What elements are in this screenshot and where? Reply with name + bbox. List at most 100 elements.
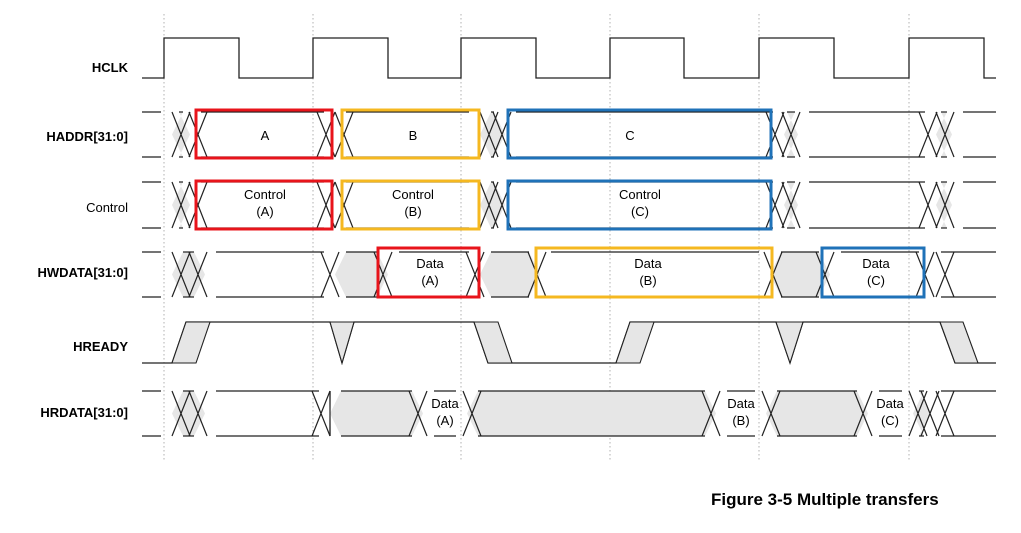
hready-waveform: [142, 321, 996, 366]
hwdata-crossing-2: [320, 251, 340, 298]
hwdata-fill-7: [770, 252, 830, 297]
hrdata-label-b-line2: (B): [732, 413, 749, 428]
signal-name-control: Control: [86, 200, 128, 215]
hrdata-label-a-line2: (A): [436, 413, 453, 428]
hrdata-crossing-0: [171, 390, 191, 437]
highlight-hwdata-a: [376, 246, 481, 299]
hwdata-crossing-4: [465, 251, 485, 298]
signal-name-hwdata: HWDATA[31:0]: [37, 265, 128, 280]
signal-name-hready: HREADY: [73, 339, 128, 354]
hrdata-crossing-10: [920, 390, 940, 437]
haddr-bus: [142, 111, 996, 158]
waveforms: [142, 37, 996, 437]
hwdata-label-b-line1: Data: [634, 256, 662, 271]
hrdata-label-c-line2: (C): [881, 413, 899, 428]
hwdata-crossing-0: [171, 251, 191, 298]
control-label-b-line2: (B): [404, 204, 421, 219]
haddr-fill-4: [480, 112, 505, 157]
hrdata-label-a-line1: Data: [431, 396, 459, 411]
hrdata-crossing-2: [311, 390, 331, 437]
control-crossing-1: [188, 181, 208, 229]
highlight-haddr-a: [194, 108, 334, 160]
haddr-label-c: C: [625, 128, 634, 143]
control-crossing-3: [334, 181, 354, 229]
hrdata-crossing-5: [462, 390, 482, 437]
hwdata-fill-5: [480, 252, 540, 297]
hready-transition-5: [939, 321, 979, 364]
hready-transition-4: [775, 321, 804, 365]
hwdata-label-a-line1: Data: [416, 256, 444, 271]
signal-name-hrdata: HRDATA[31:0]: [40, 405, 128, 420]
highlight-control-a: [194, 179, 334, 231]
control-crossing-4: [479, 181, 499, 229]
control-label-a-line2: (A): [256, 204, 273, 219]
signal-name-haddr: HADDR[31:0]: [46, 129, 128, 144]
hrdata-fill-9: [913, 391, 930, 436]
hclk-waveform: [142, 37, 996, 79]
hwdata-crossing-7: [815, 251, 835, 298]
hwdata-label-c-line2: (C): [867, 273, 885, 288]
control-label-b-line1: Control: [392, 187, 434, 202]
transfer-highlights: [194, 108, 926, 299]
highlight-hwdata-b: [534, 246, 774, 299]
control-crossing-6: [765, 181, 785, 229]
haddr-crossing-6: [765, 111, 785, 158]
haddr-crossing-1: [188, 111, 208, 158]
haddr-label-a: A: [261, 128, 270, 143]
hrdata-crossing-1: [188, 390, 208, 437]
haddr-crossing-9: [935, 111, 955, 158]
hrdata-crossing-11: [935, 390, 955, 437]
hrdata-fill-3: [330, 391, 423, 436]
hwdata-label-a-line2: (A): [421, 273, 438, 288]
haddr-crossing-7: [781, 111, 801, 158]
hrdata-fill-7: [766, 391, 868, 436]
highlight-control-b: [340, 179, 481, 231]
hrdata-fill-5: [467, 391, 716, 436]
timing-diagram: HCLK HADDR[31:0] Control HWDATA[31:0] HR…: [37, 14, 996, 462]
figure-caption: Figure 3-5 Multiple transfers: [711, 490, 939, 509]
value-labels: A B C Control (A) Control (B) Control (C…: [244, 128, 904, 428]
hrdata-crossing-7: [761, 390, 781, 437]
hrdata-crossing-6: [701, 390, 721, 437]
control-crossing-0: [171, 181, 191, 229]
control-label-c-line2: (C): [631, 204, 649, 219]
hwdata-crossing-9: [935, 251, 955, 298]
control-crossing-7: [781, 181, 801, 229]
control-crossing-8: [918, 181, 938, 229]
highlight-haddr-b: [340, 108, 481, 160]
control-label-c-line1: Control: [619, 187, 661, 202]
hwdata-fill-3: [335, 252, 388, 297]
hwdata-label-c-line1: Data: [862, 256, 890, 271]
hwdata-fill-1: [172, 252, 205, 297]
control-label-a-line1: Control: [244, 187, 286, 202]
signal-name-hclk: HCLK: [92, 60, 129, 75]
signal-names: HCLK HADDR[31:0] Control HWDATA[31:0] HR…: [37, 60, 128, 420]
haddr-crossing-8: [918, 111, 938, 158]
highlight-haddr-c: [506, 108, 773, 160]
hready-transition-1: [329, 321, 355, 365]
control-crossing-9: [935, 181, 955, 229]
hwdata-crossing-1: [188, 251, 208, 298]
hrdata-crossing-4: [408, 390, 428, 437]
hready-transition-2: [473, 321, 513, 364]
hrdata-crossing-8: [853, 390, 873, 437]
haddr-fill-8: [936, 112, 952, 157]
haddr-crossing-4: [479, 111, 499, 158]
hready-transition-0: [171, 321, 211, 364]
clock-gridlines: [163, 14, 910, 462]
haddr-label-b: B: [409, 128, 418, 143]
control-fill-4: [480, 182, 505, 228]
hrdata-label-b-line1: Data: [727, 396, 755, 411]
hwdata-bus: [142, 251, 996, 298]
control-fill-8: [936, 182, 952, 228]
hrdata-fill-1: [172, 391, 205, 436]
haddr-crossing-0: [171, 111, 191, 158]
highlight-control-c: [506, 179, 773, 231]
haddr-crossing-3: [334, 111, 354, 158]
hready-transition-3: [615, 321, 655, 364]
hready-transition-regions: [171, 321, 979, 365]
hrdata-label-c-line1: Data: [876, 396, 904, 411]
highlight-hwdata-c: [820, 246, 926, 299]
hwdata-label-b-line2: (B): [639, 273, 656, 288]
hrdata-bus: [142, 390, 996, 437]
